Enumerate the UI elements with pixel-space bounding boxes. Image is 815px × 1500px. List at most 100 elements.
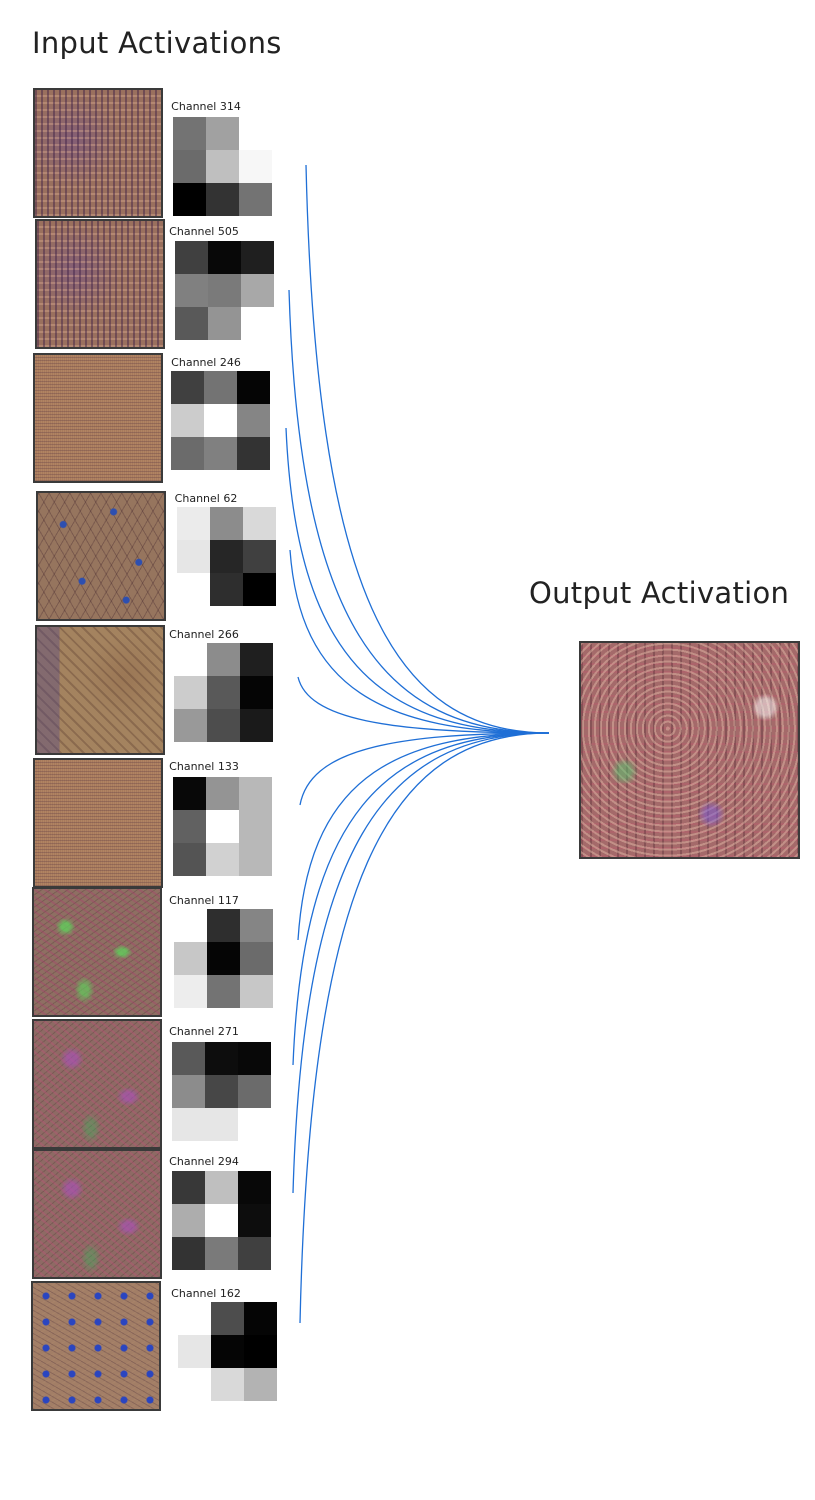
connection-curve	[305, 164, 550, 734]
kernel-cell	[239, 810, 272, 843]
connection-curve	[292, 732, 550, 1066]
kernel-cell	[175, 307, 208, 340]
connection-curve	[289, 549, 550, 734]
feather-texture-icon	[32, 1149, 162, 1279]
channel-label: Channel 294	[169, 1155, 239, 1168]
kernel-cell	[206, 117, 239, 150]
output-texture-icon	[579, 641, 800, 859]
kernel-cell	[178, 1302, 211, 1335]
kernel-cell	[174, 942, 207, 975]
kernel-cell	[238, 1204, 271, 1237]
kernel-cell	[204, 371, 237, 404]
kernel-cell	[175, 241, 208, 274]
channel-label: Channel 246	[171, 356, 241, 369]
connection-curve	[285, 427, 550, 734]
kernel-cell	[173, 183, 206, 216]
channel-label: Channel 266	[169, 628, 239, 641]
kernel-cell	[207, 975, 240, 1008]
split-texture-icon	[35, 625, 165, 755]
kernel-cell	[244, 1335, 277, 1368]
kernel-weights-grid	[171, 371, 270, 470]
kernel-cell	[237, 404, 270, 437]
kernel-cell	[174, 975, 207, 1008]
triangle-texture-icon	[36, 491, 166, 621]
kernel-weights-grid	[173, 117, 272, 216]
kernel-cell	[172, 1108, 205, 1141]
kernel-cell	[173, 117, 206, 150]
kernel-cell	[172, 1042, 205, 1075]
kernel-weights-grid	[178, 1302, 277, 1401]
kernel-cell	[238, 1042, 271, 1075]
kernel-cell	[205, 1204, 238, 1237]
kernel-cell	[173, 150, 206, 183]
kernel-cell	[177, 573, 210, 606]
feather-texture-icon	[32, 887, 162, 1017]
kernel-cell	[208, 274, 241, 307]
kernel-cell	[207, 676, 240, 709]
kernel-cell	[244, 1302, 277, 1335]
kernel-cell	[172, 1237, 205, 1270]
kernel-cell	[240, 709, 273, 742]
kernel-cell	[205, 1171, 238, 1204]
kernel-cell	[172, 1075, 205, 1108]
kernel-cell	[238, 1237, 271, 1270]
kernel-cell	[174, 676, 207, 709]
kernel-weights-grid	[172, 1042, 271, 1141]
kernel-cell	[171, 404, 204, 437]
kernel-cell	[174, 909, 207, 942]
kernel-cell	[205, 1237, 238, 1270]
kernel-cell	[207, 643, 240, 676]
kernel-cell	[171, 437, 204, 470]
kernel-cell	[174, 643, 207, 676]
kernel-cell	[174, 709, 207, 742]
kernel-cell	[243, 573, 276, 606]
kernel-weights-grid	[177, 507, 276, 606]
kernel-cell	[238, 1108, 271, 1141]
kernel-weights-grid	[172, 1171, 271, 1270]
connection-curve	[299, 732, 550, 1324]
kernel-cell	[205, 1075, 238, 1108]
kernel-cell	[206, 150, 239, 183]
kernel-cell	[207, 709, 240, 742]
noise-texture-icon	[33, 88, 163, 218]
kernel-cell	[241, 274, 274, 307]
kernel-cell	[205, 1108, 238, 1141]
connection-curve	[299, 732, 550, 806]
connection-curve	[297, 676, 550, 734]
kernel-cell	[239, 183, 272, 216]
kernel-cell	[206, 777, 239, 810]
kernel-cell	[237, 437, 270, 470]
kernel-weights-grid	[174, 909, 273, 1008]
channel-label: Channel 117	[169, 894, 239, 907]
channel-label: Channel 271	[169, 1025, 239, 1038]
kernel-cell	[239, 843, 272, 876]
dot-texture-icon	[31, 1281, 161, 1411]
kernel-cell	[240, 676, 273, 709]
connection-curve	[297, 732, 550, 941]
kernel-cell	[240, 643, 273, 676]
kernel-cell	[175, 274, 208, 307]
kernel-cell	[243, 507, 276, 540]
kernel-cell	[208, 307, 241, 340]
kernel-cell	[238, 1075, 271, 1108]
kernel-cell	[204, 437, 237, 470]
connection-curve	[288, 289, 550, 734]
kernel-weights-grid	[175, 241, 274, 340]
kernel-cell	[239, 777, 272, 810]
kernel-cell	[173, 843, 206, 876]
kernel-cell	[237, 371, 270, 404]
kernel-cell	[207, 942, 240, 975]
connection-curve	[292, 732, 550, 1194]
noise-texture-icon	[35, 219, 165, 349]
kernel-cell	[240, 942, 273, 975]
kernel-cell	[206, 843, 239, 876]
kernel-cell	[210, 540, 243, 573]
kernel-cell	[206, 183, 239, 216]
kernel-cell	[238, 1171, 271, 1204]
kernel-cell	[173, 777, 206, 810]
channel-label: Channel 505	[169, 225, 239, 238]
kernel-cell	[172, 1204, 205, 1237]
kernel-cell	[241, 241, 274, 274]
kernel-cell	[211, 1335, 244, 1368]
